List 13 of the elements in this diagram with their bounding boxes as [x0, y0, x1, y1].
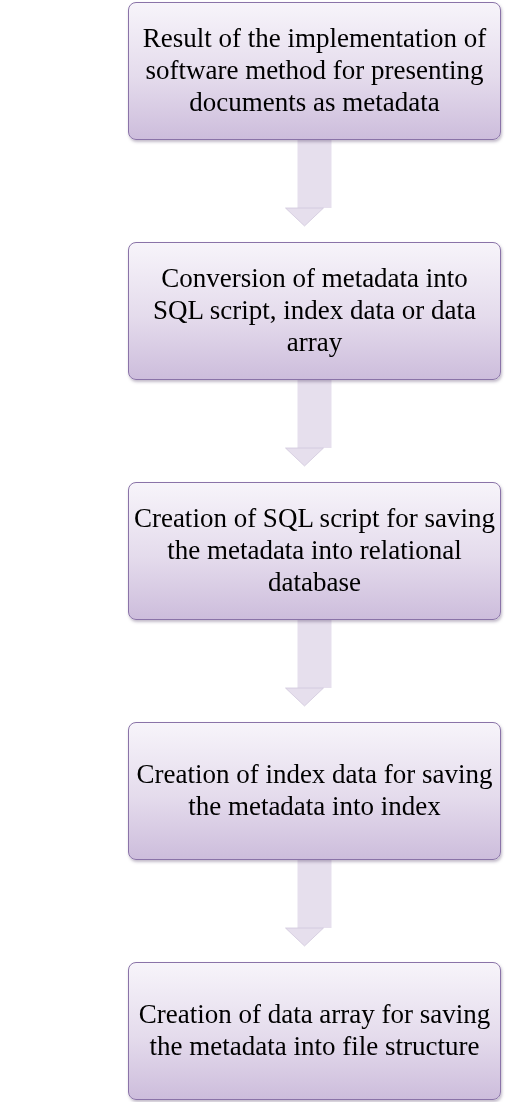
down-arrow — [285, 140, 332, 227]
down-arrow — [285, 620, 332, 707]
step-text: Result of the implementation of software method for presenting documents as metadata — [141, 23, 488, 119]
process-box — [128, 722, 501, 860]
step-text: Creation of index data for saving the metadata into index — [135, 759, 494, 823]
step-text: Creation of data array for saving the metadata into file structure — [137, 999, 492, 1063]
step-text: Creation of SQL script for saving the metadata into relational database — [133, 503, 496, 599]
down-arrow — [285, 380, 332, 467]
process-box — [128, 2, 501, 140]
process-box — [128, 482, 501, 620]
process-box — [128, 242, 501, 380]
process-box — [128, 962, 501, 1100]
step-text: Conversion of metadata into SQL script, index data or data array — [152, 263, 477, 359]
